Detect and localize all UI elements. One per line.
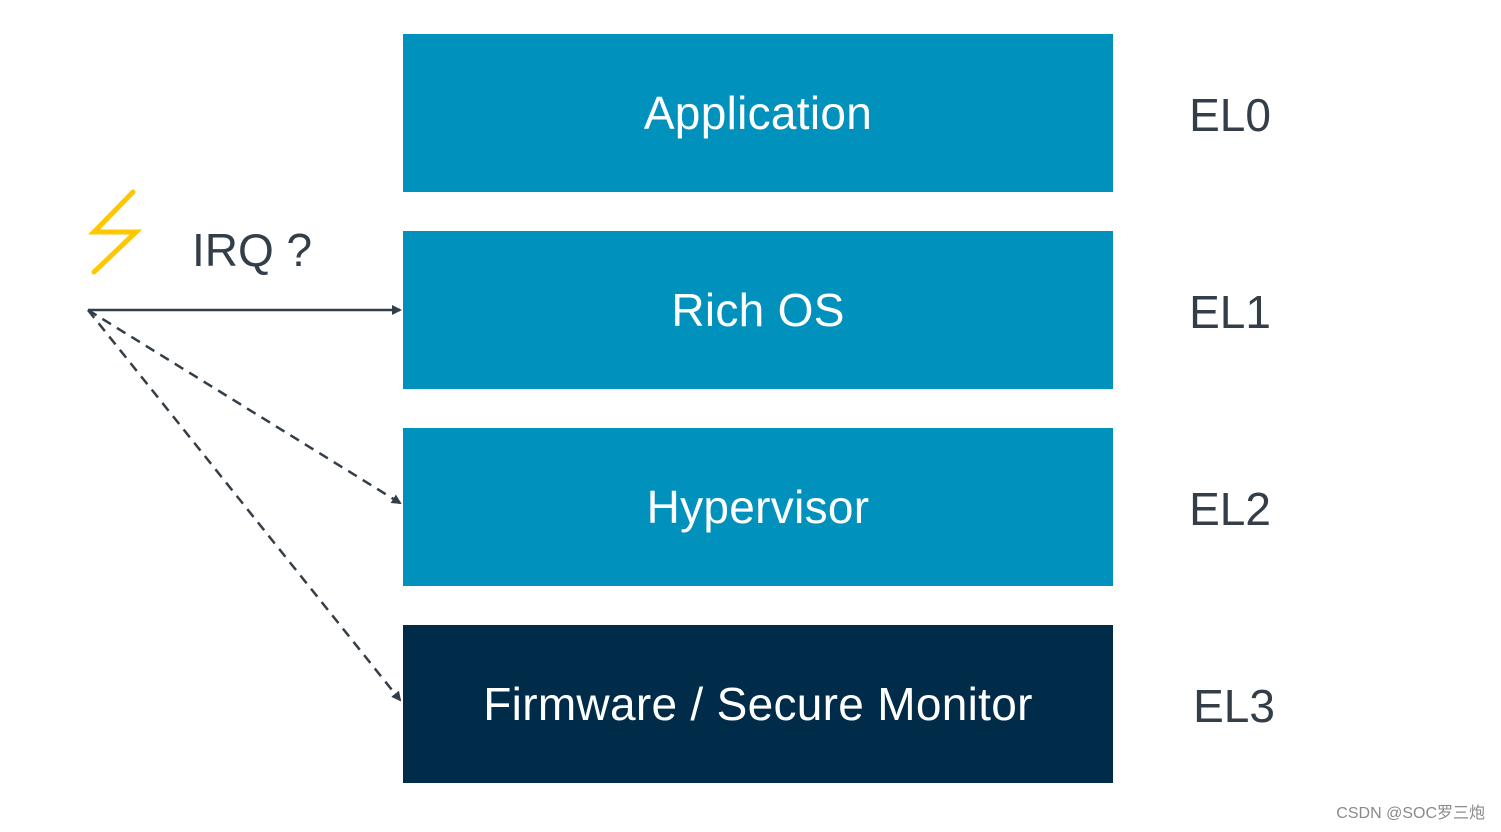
layer-label: Rich OS [671,284,845,336]
irq-arrow-hypervisor [87,308,402,505]
exception-level-el2: EL2 [1189,483,1271,535]
watermark: CSDN @SOC罗三炮 [1336,805,1485,822]
layer-hypervisor: Hypervisor [403,428,1113,586]
layer-label: Hypervisor [646,481,870,533]
layer-rich-os: Rich OS [403,231,1113,389]
layer-label: Firmware / Secure Monitor [483,678,1033,730]
layer-application: Application [403,34,1113,192]
irq-label: IRQ ? [192,224,313,276]
layer-label: Application [643,87,873,139]
layer-firmware-secure-monitor: Firmware / Secure Monitor [403,625,1113,783]
exception-level-el1: EL1 [1189,286,1271,338]
lightning-bolt-icon [88,189,143,275]
irq-arrow-firmware [87,309,402,702]
exception-level-el3: EL3 [1193,680,1275,732]
exception-level-el0: EL0 [1189,89,1271,141]
